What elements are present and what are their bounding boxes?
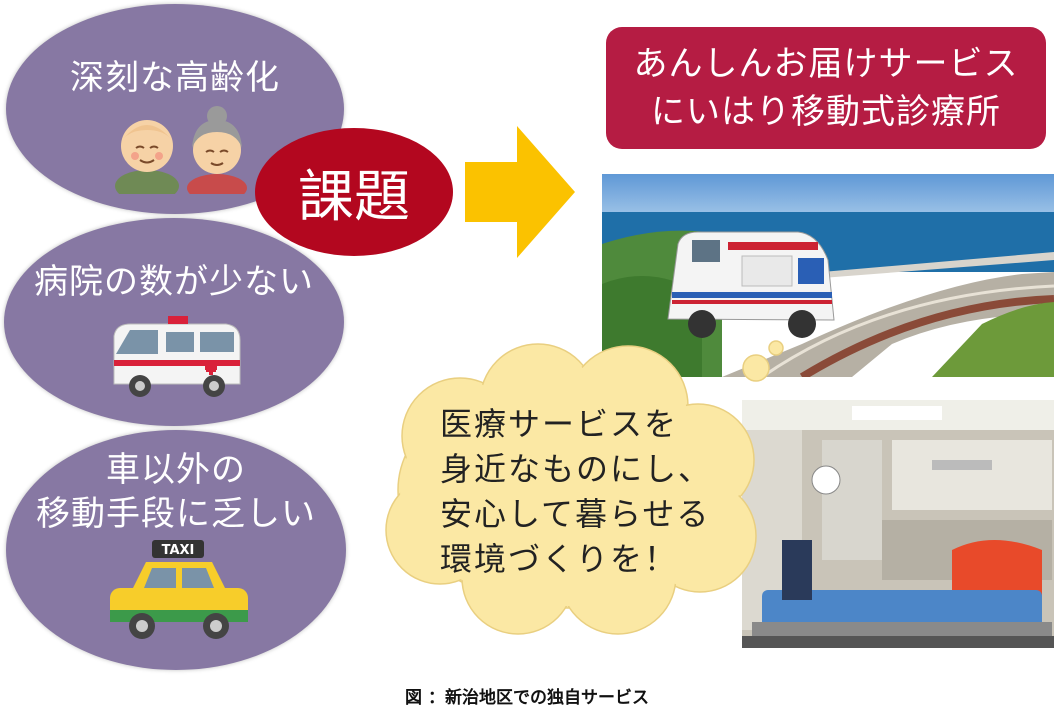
figure-caption: 図 ：新治地区での独自サービス (405, 688, 649, 708)
issue-transport-label-line2: 移動手段に乏しい (36, 494, 316, 534)
issue-hospitals-label: 病院の数が少ない (34, 262, 314, 302)
service-title-line2: にいはり移動式診療所 (651, 92, 1001, 132)
message-text: 医療サービスを 身近なものにし、 安心して暮らせる 環境づくりを！ (440, 402, 740, 582)
message-line-1: 医療サービスを (440, 405, 679, 443)
ambulance-interior-photo (742, 400, 1054, 648)
taxi-icon: TAXI (110, 540, 248, 639)
issue-transport-ellipse: 車以外の 移動手段に乏しい TAXI (6, 430, 346, 670)
issue-label-badge: 課題 (255, 128, 453, 256)
message-cloud (385, 340, 784, 635)
taxi-sign-text: TAXI (162, 543, 195, 558)
issue-hospitals-ellipse: 病院の数が少ない (4, 218, 344, 426)
service-title-line1: あんしんお届けサービス (633, 44, 1019, 84)
issue-transport-label-line1: 車以外の (106, 450, 246, 490)
service-title-box: あんしんお届けサービス にいはり移動式診療所 (606, 27, 1046, 149)
elderly-couple-icon (115, 106, 247, 194)
issue-aging-ellipse: 深刻な高齢化 (6, 4, 344, 214)
message-line-3: 安心して暮らせる (440, 495, 711, 533)
message-line-4: 環境づくりを！ (440, 540, 679, 578)
ambulance-icon (113, 316, 241, 397)
ambulance-road-photo (602, 174, 1054, 377)
issue-aging-label: 深刻な高齢化 (70, 58, 280, 98)
right-arrow-icon (465, 126, 575, 258)
message-line-2: 身近なものにし、 (440, 450, 713, 488)
